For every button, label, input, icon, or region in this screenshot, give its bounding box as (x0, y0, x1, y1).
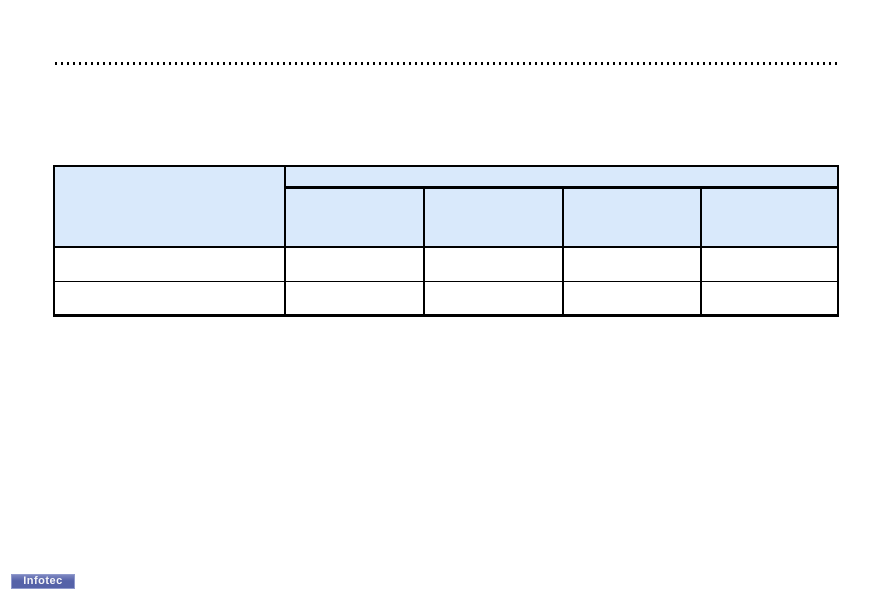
table-data-cell (55, 248, 286, 282)
table-data-cell (564, 248, 702, 282)
table-data-cell (55, 282, 286, 314)
table-data-cell (286, 248, 425, 282)
table-subheader-cell-3 (564, 189, 702, 248)
table-data-cell (702, 282, 837, 314)
table-subheader-cell-2 (425, 189, 564, 248)
table-data-cell (702, 248, 837, 282)
table-data-cell (564, 282, 702, 314)
table-subheader-cell-4 (702, 189, 837, 248)
dotted-separator-rule (55, 62, 839, 65)
table-subheader-cell-1 (286, 189, 425, 248)
table-header-cell-left-rowspan (55, 167, 286, 248)
spec-table (53, 165, 839, 317)
table-data-cell (425, 248, 564, 282)
table-data-cell (286, 282, 425, 314)
table-header-banner-cell-colspan (286, 167, 837, 189)
infotec-logo: Infotec (11, 574, 75, 589)
table-data-cell (425, 282, 564, 314)
